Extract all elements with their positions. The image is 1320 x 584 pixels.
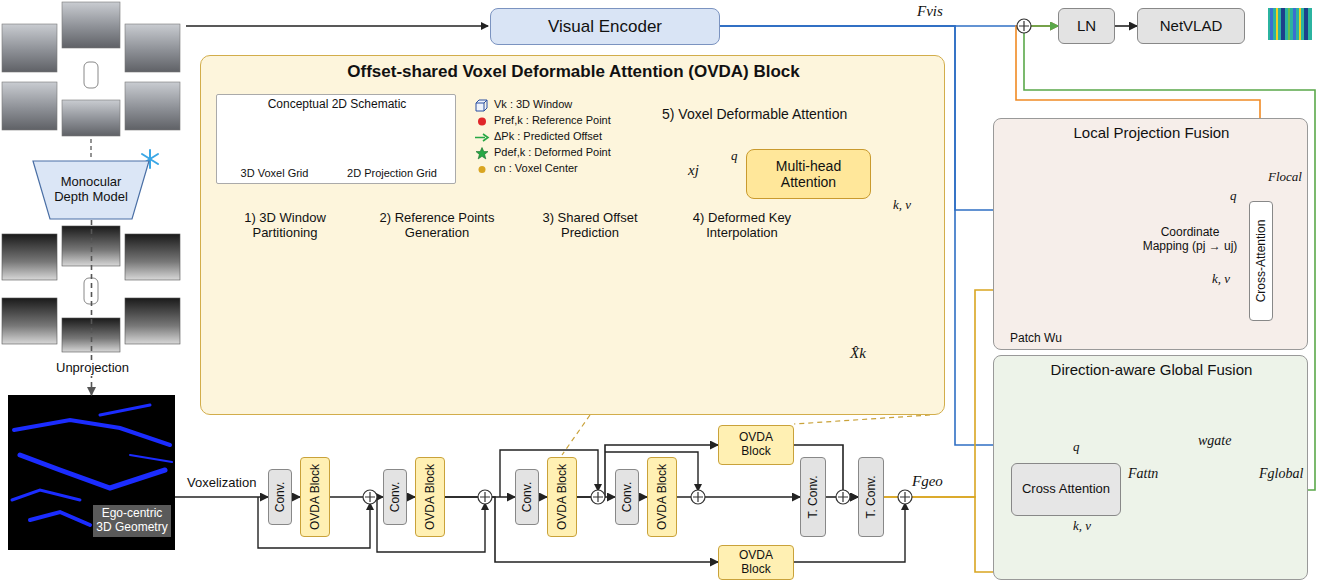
- ovda-block: OVDA Block: [718, 545, 794, 580]
- connector: [539, 496, 547, 498]
- edge-label: Flocal: [1266, 170, 1304, 185]
- legend-text: cn : Voxel Center: [494, 162, 578, 175]
- legend-text: Pref,k : Reference Point: [494, 114, 611, 127]
- node-text: Monocular Depth Model: [48, 175, 134, 205]
- connector: [1115, 25, 1137, 27]
- node-text: LN: [1077, 17, 1096, 34]
- node-text: Offset-shared Voxel Deformable Attention…: [201, 62, 946, 82]
- encoder-box: Visual Encoder: [490, 8, 720, 45]
- norm-box: LN: [1058, 8, 1115, 44]
- node-text: Conv.: [388, 482, 402, 512]
- legend-symbol: [474, 147, 490, 160]
- node-text: OVDA Block: [308, 464, 322, 530]
- connector: [407, 496, 415, 498]
- node-text: T. Conv.: [806, 475, 820, 518]
- node-subtext: 3D Voxel Grid: [222, 167, 327, 180]
- node-text: Direction-aware Global Fusion: [994, 361, 1309, 378]
- ovda-block: OVDA Block: [300, 457, 330, 537]
- connector: [445, 497, 718, 562]
- node-text: OVDA Block: [725, 549, 787, 577]
- math-label: k, v: [893, 198, 911, 213]
- node-text: Multi-head Attention: [753, 158, 864, 190]
- node-text: Conceptual 2D Schematic: [217, 98, 457, 112]
- node-text: Conv.: [520, 482, 534, 512]
- node-text: OVDA Block: [725, 431, 787, 459]
- legend-text: Vk : 3D Window: [494, 98, 572, 111]
- ovda-block: OVDA Block: [647, 457, 677, 537]
- math-label: xj: [688, 162, 699, 179]
- netvlad-box: NetVLAD: [1137, 8, 1245, 44]
- legend-text: Pdef,k : Deformed Point: [494, 146, 611, 159]
- conv-block: Conv.: [615, 469, 639, 525]
- local-panel: Local Projection FusionCross-Attention: [993, 118, 1308, 350]
- node-text: Cross Attention: [1022, 482, 1110, 497]
- math-label: Fattn: [1128, 466, 1158, 482]
- ovda-block: OVDA Block: [718, 425, 794, 465]
- legend-symbol: [474, 131, 490, 144]
- node-text: OVDA Block: [555, 464, 569, 530]
- edge-label: Voxelization: [185, 476, 258, 491]
- cross-attention-box: Cross-Attention: [1249, 201, 1273, 321]
- math-label: X̂k: [850, 345, 866, 362]
- ovda-block: OVDA Block: [415, 457, 445, 537]
- cross-attention-box: Cross Attention: [1011, 463, 1121, 516]
- node-text: T. Conv.: [864, 475, 878, 518]
- tconv-block: T. Conv.: [858, 457, 884, 537]
- geometry-panel: Ego-centric 3D Geometry: [8, 395, 175, 550]
- legend-symbol: [474, 99, 490, 112]
- schematic-box: Conceptual 2D Schematic 3D Voxel Grid 2D P…: [216, 94, 456, 184]
- edge-label: k, v: [1071, 519, 1093, 534]
- node-text: Cross-Attention: [1254, 220, 1268, 303]
- attention-box: Multi-head Attention: [746, 149, 871, 199]
- math-label: wgate: [1198, 433, 1231, 449]
- ovda-block: OVDA Block: [547, 457, 577, 537]
- node-text: OVDA Block: [423, 464, 437, 530]
- edge-label: Unprojection: [54, 361, 131, 376]
- edge-label: k, v: [1210, 272, 1232, 287]
- legend-text: ΔPk : Predicted Offset: [494, 130, 602, 143]
- connector: [639, 496, 647, 498]
- node-text: OVDA Block: [655, 464, 669, 530]
- conv-block: Conv.: [383, 469, 407, 525]
- edge-label: q: [1228, 189, 1239, 204]
- conv-block: Conv.: [515, 469, 539, 525]
- legend-symbol: [474, 163, 490, 176]
- node-text: Local Projection Fusion: [994, 124, 1309, 141]
- tconv-block: T. Conv.: [800, 457, 826, 537]
- edge-label: Fvis: [915, 3, 945, 20]
- node-text: Conv.: [620, 482, 634, 512]
- text-label: 1) 3D Window Partitioning: [211, 211, 359, 241]
- node-text: NetVLAD: [1160, 17, 1223, 34]
- math-label: Fgeo: [912, 473, 943, 490]
- connector: [175, 496, 268, 498]
- text-label: 3) Shared Offset Prediction: [516, 211, 664, 241]
- text-label: Patch Wu: [1010, 332, 1062, 346]
- node-text: Visual Encoder: [548, 17, 662, 37]
- node-subtext: 2D Projection Grid: [332, 167, 452, 180]
- legend-symbol: [474, 115, 490, 128]
- text-label: 5) Voxel Deformable Attention: [662, 106, 847, 122]
- text-label: Coordinate Mapping (pj → uj): [1138, 226, 1242, 254]
- text-label: 4) Deformed Key Interpolation: [668, 211, 816, 241]
- node-text: Conv.: [273, 482, 287, 512]
- edge-label: Fglobal: [1257, 466, 1305, 482]
- conv-block: Conv.: [268, 469, 292, 525]
- model-box: Monocular Depth Model: [32, 160, 150, 220]
- edge-label: q: [1071, 440, 1082, 455]
- connector: [292, 496, 300, 498]
- text-label: 2) Reference Points Generation: [363, 211, 511, 241]
- node-text: Ego-centric 3D Geometry: [93, 505, 171, 537]
- math-label: q: [731, 149, 738, 164]
